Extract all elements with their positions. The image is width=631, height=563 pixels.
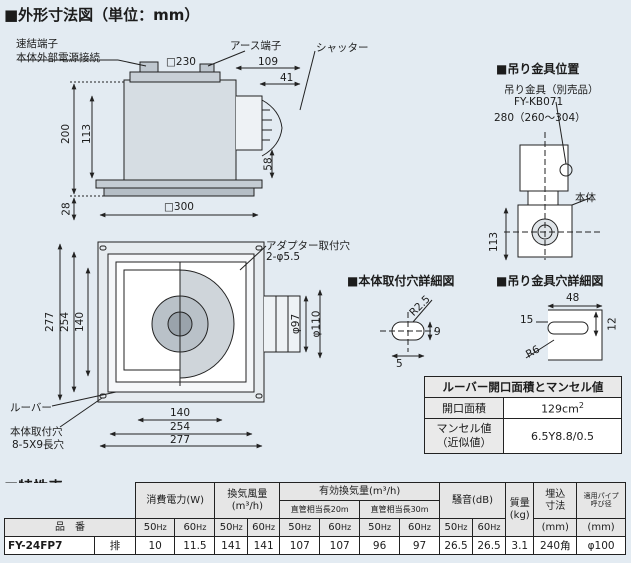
spec-eff30-60hz: 97 bbox=[399, 536, 440, 555]
spec-type: 排 bbox=[94, 536, 136, 555]
dimensions-title: ■外形寸法図（単位：mm） bbox=[4, 6, 200, 24]
bracket-hole-detail-title: ■吊り金具穴詳細図 bbox=[496, 274, 604, 288]
spec-pipe-size: φ100 bbox=[576, 536, 626, 555]
dim-28: 28 bbox=[60, 202, 73, 216]
spec-power-50hz: 10 bbox=[134, 536, 176, 555]
spec-header-duct20: 直管相当長20m bbox=[279, 500, 361, 519]
shutter-label: シャッター bbox=[316, 42, 369, 54]
spec-noise-50hz: 26.5 bbox=[438, 536, 474, 555]
spec-header-product: 品 番 bbox=[4, 518, 136, 537]
body-label: 本体 bbox=[575, 192, 596, 204]
dim-277-horizontal: 277 bbox=[170, 434, 191, 446]
hz-cell: 60Hz bbox=[319, 518, 361, 537]
spec-model: FY-24FP7 bbox=[4, 536, 95, 555]
opening-area-label: 開口面積 bbox=[424, 397, 504, 419]
bracket-hole-detail bbox=[525, 303, 603, 361]
bracket-dim-113: 113 bbox=[488, 231, 501, 253]
hz-cell: 60Hz bbox=[246, 518, 281, 537]
dim-109: 109 bbox=[258, 56, 279, 68]
spec-airflow-60hz: 141 bbox=[246, 536, 281, 555]
hz-cell: 60Hz bbox=[472, 518, 507, 537]
bracket-position-title: ■吊り金具位置 bbox=[496, 62, 580, 76]
earth-terminal-label: アース端子 bbox=[230, 40, 282, 52]
dim-140-horizontal: 140 bbox=[170, 407, 191, 419]
bracket-hole-dim-15: 15 bbox=[520, 314, 534, 326]
hz-cell: 60Hz bbox=[399, 518, 440, 537]
adapter-hole-size: 2-φ5.5 bbox=[266, 251, 301, 263]
hz-cell: 60Hz bbox=[174, 518, 216, 537]
bracket-hole-dim-48: 48 bbox=[566, 292, 580, 304]
spec-airflow-50hz: 141 bbox=[214, 536, 248, 555]
spec-header-airflow: 換気風量(m³/h) bbox=[214, 482, 281, 519]
opening-area-value: 129cm2 bbox=[503, 397, 622, 419]
bracket-position-view bbox=[503, 101, 600, 261]
spec-embed-size: 240角 bbox=[533, 536, 578, 555]
mount-hole-size: 8-5X9長穴 bbox=[12, 439, 65, 451]
bracket-hole-dim-12: 12 bbox=[606, 317, 619, 331]
hz-cell: 50Hz bbox=[438, 518, 474, 537]
spec-corner bbox=[4, 482, 136, 519]
spec-header-effective: 有効換気量(m³/h) bbox=[279, 482, 440, 501]
dim-254-horizontal: 254 bbox=[170, 421, 191, 433]
dim-58: 58 bbox=[262, 157, 275, 171]
munsell-label: マンセル値（近似値） bbox=[424, 418, 504, 454]
spec-header-mass: 質量(kg) bbox=[505, 482, 535, 537]
dim-254-vertical: 254 bbox=[59, 311, 72, 333]
spec-power-60hz: 11.5 bbox=[174, 536, 216, 555]
bracket-label: 吊り金具（別売品） bbox=[504, 84, 599, 96]
dim-200: 200 bbox=[60, 123, 73, 145]
mount-hole-label: 本体取付穴 bbox=[10, 426, 63, 438]
hole-dim-9: 9 bbox=[434, 326, 441, 338]
hz-cell: 50Hz bbox=[279, 518, 321, 537]
spec-eff20-50hz: 107 bbox=[279, 536, 321, 555]
dim-300: □300 bbox=[164, 201, 194, 213]
spec-header-pipe-unit: (mm) bbox=[576, 518, 626, 537]
munsell-value: 6.5Y8.8/0.5 bbox=[503, 418, 622, 454]
dim-140-vertical: 140 bbox=[74, 311, 87, 333]
spec-header-embed: 埋込寸法 bbox=[533, 482, 578, 519]
body-hole-detail bbox=[380, 299, 436, 359]
adapter-hole-label: アダプター取付穴 bbox=[266, 240, 350, 252]
bottom-view bbox=[51, 241, 323, 449]
dim-phi110: φ110 bbox=[310, 310, 323, 338]
bracket-model: FY-KB071 bbox=[514, 96, 564, 108]
dim-113: 113 bbox=[81, 123, 94, 145]
spec-header-duct30: 直管相当長30m bbox=[359, 500, 440, 519]
spec-noise-60hz: 26.5 bbox=[472, 536, 507, 555]
spec-header-pipe: 適用パイプ呼び径 bbox=[576, 482, 626, 519]
spec-eff30-50hz: 96 bbox=[359, 536, 401, 555]
louver-munsell-table: ルーバー開口面積とマンセル値 開口面積 129cm2 マンセル値（近似値） 6.… bbox=[424, 376, 622, 454]
louver-label: ルーバー bbox=[10, 402, 52, 414]
dim-phi97: φ97 bbox=[290, 313, 303, 335]
dim-41: 41 bbox=[280, 72, 294, 84]
spec-mass: 3.1 bbox=[505, 536, 535, 555]
hole-dim-5: 5 bbox=[396, 358, 403, 370]
spec-header-noise: 騒音(dB) bbox=[438, 482, 507, 519]
dim-277-vertical: 277 bbox=[44, 311, 57, 333]
bracket-size: 280（260〜304） bbox=[494, 112, 586, 124]
hz-cell: 50Hz bbox=[214, 518, 248, 537]
spec-eff20-60hz: 107 bbox=[319, 536, 361, 555]
side-view bbox=[18, 50, 316, 221]
spec-header-embed-unit: (mm) bbox=[533, 518, 578, 537]
louver-table-title: ルーバー開口面積とマンセル値 bbox=[424, 376, 622, 398]
connection-terminal-label: 速結端子 bbox=[16, 38, 58, 50]
hz-cell: 50Hz bbox=[134, 518, 176, 537]
spec-header-power: 消費電力(W) bbox=[134, 482, 216, 519]
spec-table: 消費電力(W) 換気風量(m³/h) 有効換気量(m³/h) 騒音(dB) 質量… bbox=[4, 482, 626, 555]
power-connection-label: 本体外部電源接続 bbox=[16, 52, 100, 64]
dim-230: □230 bbox=[166, 56, 196, 68]
hz-cell: 50Hz bbox=[359, 518, 401, 537]
body-hole-detail-title: ■本体取付穴詳細図 bbox=[347, 274, 455, 288]
